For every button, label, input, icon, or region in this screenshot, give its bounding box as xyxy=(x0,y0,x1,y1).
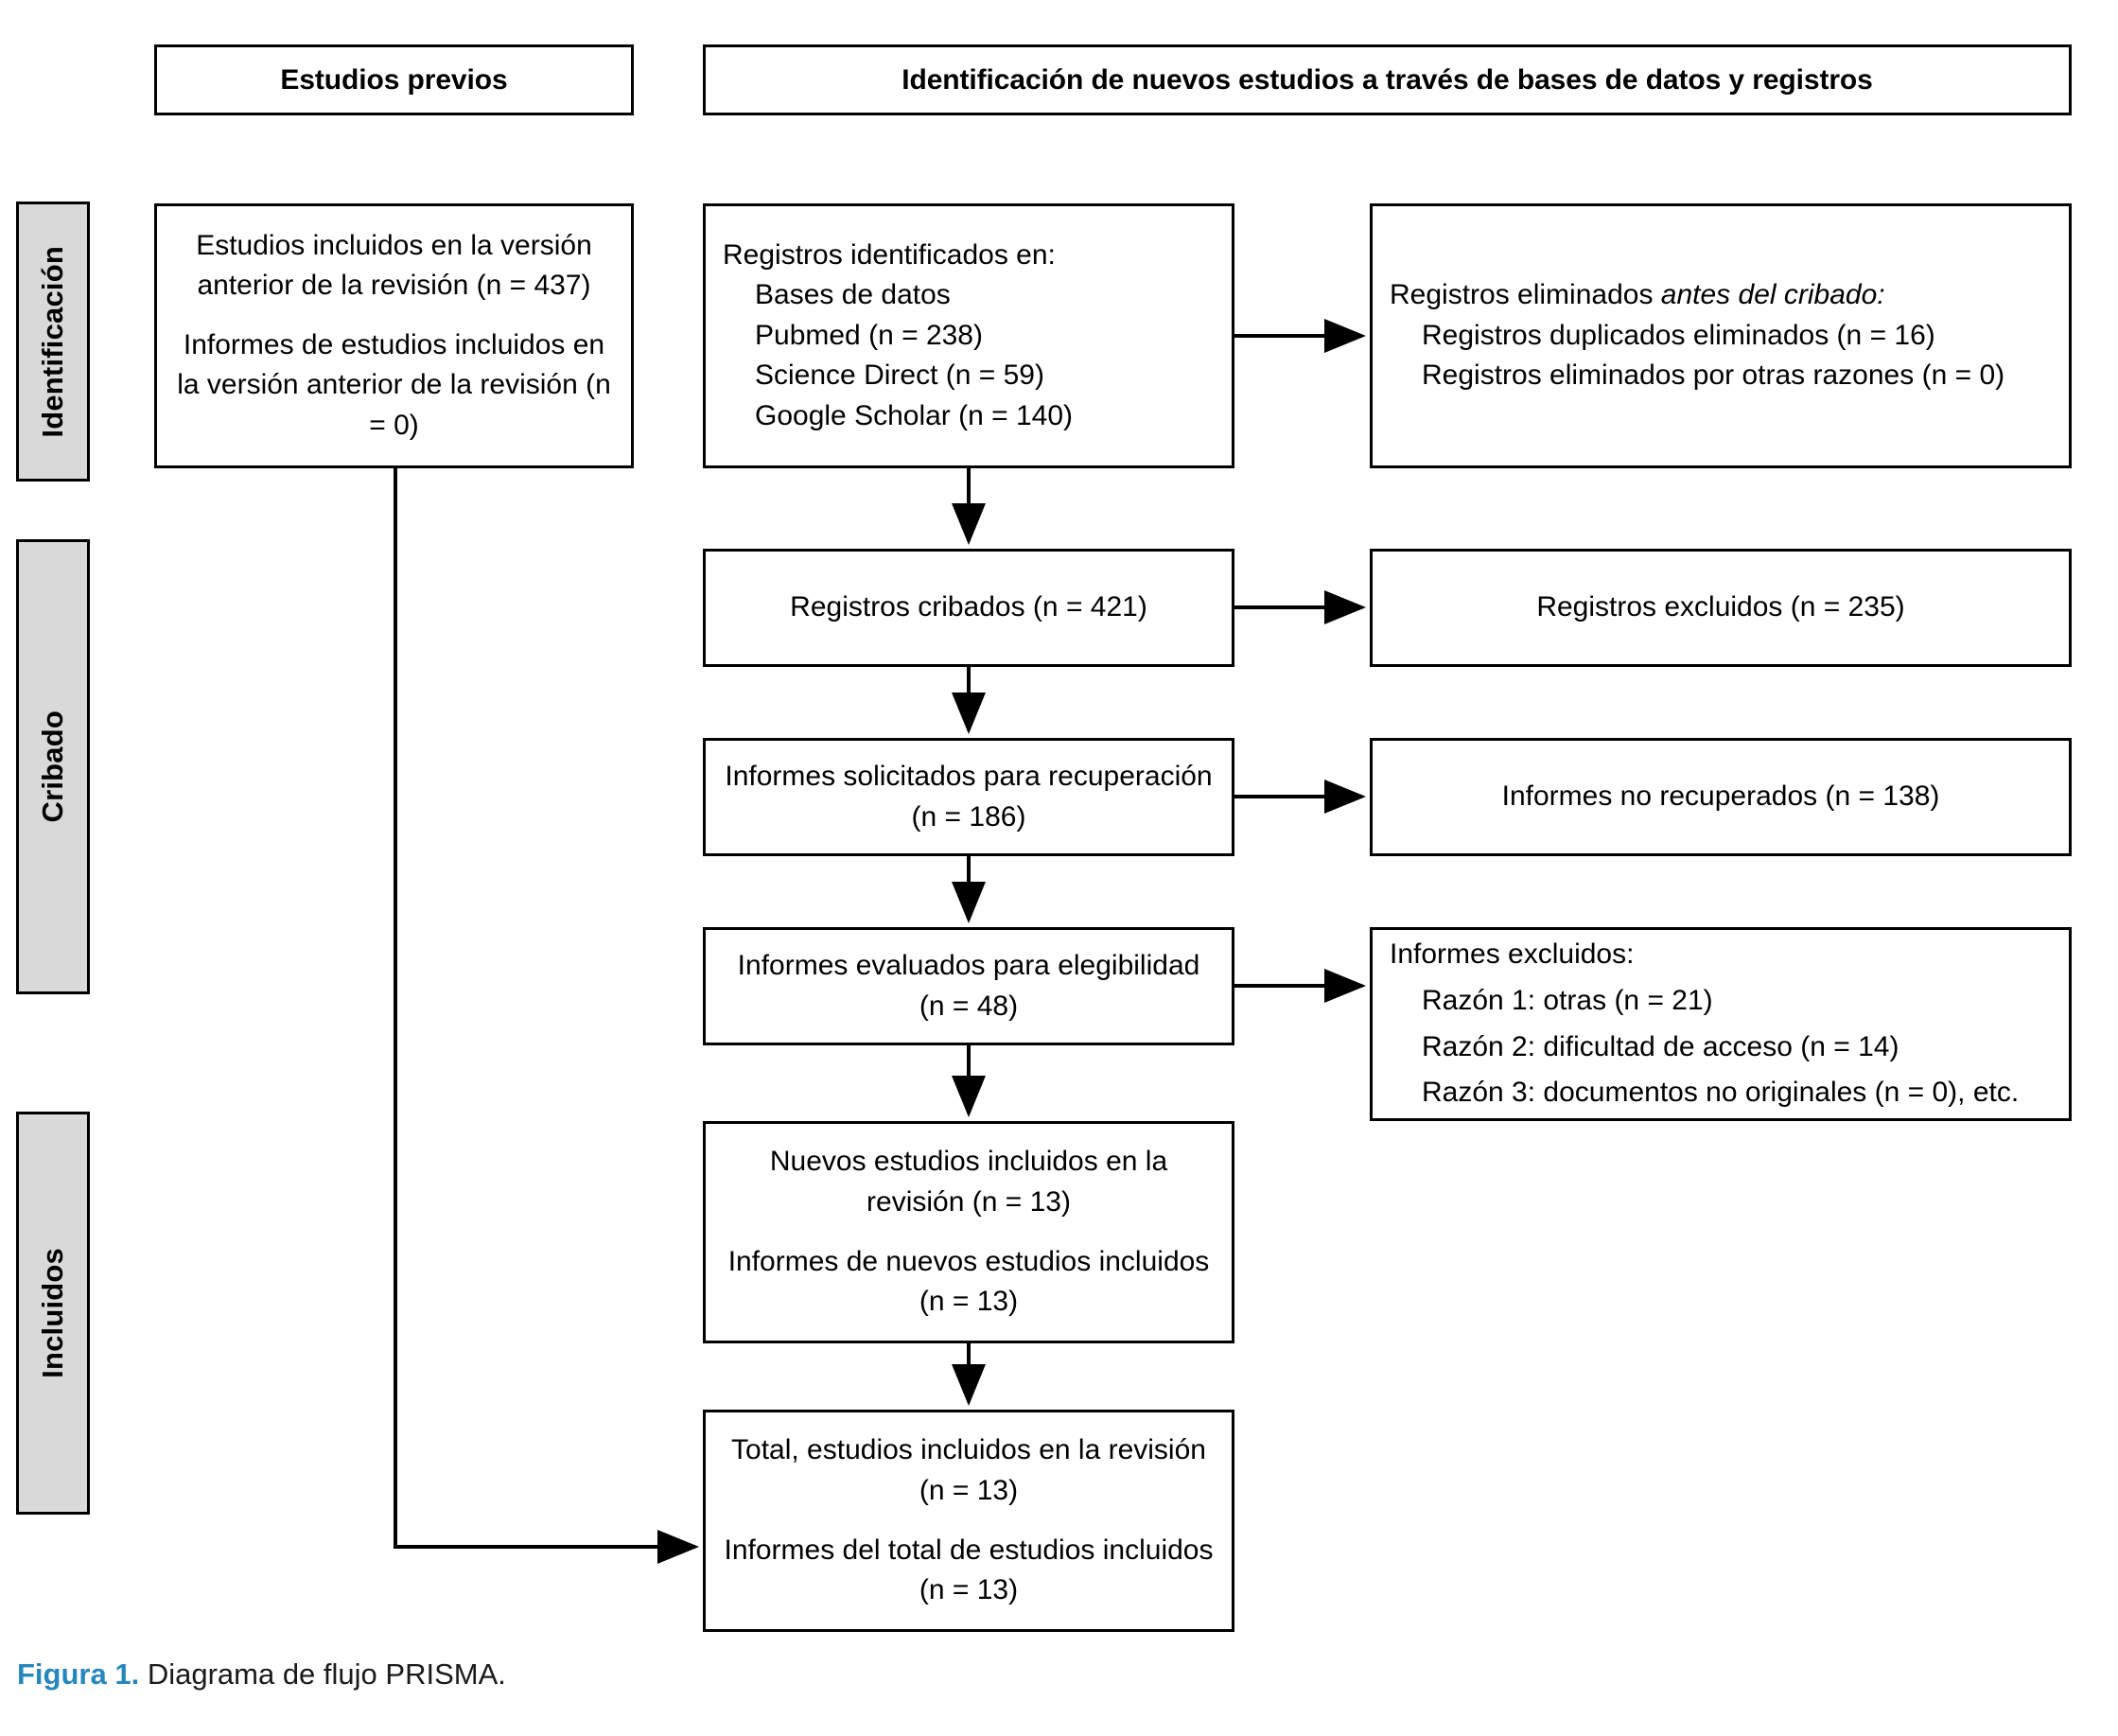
banner-new-identification: Identificación de nuevos estudios a trav… xyxy=(703,44,2072,115)
records-removed-item-1: Registros eliminados por otras razones (… xyxy=(1422,359,2005,392)
arrow-previous-to-total xyxy=(394,468,699,1564)
figure-caption-text: Diagrama de flujo PRISMA. xyxy=(139,1657,506,1691)
box-reports-not-retrieved: Informes no recuperados (n = 138) xyxy=(1370,738,2072,856)
box-reports-sought: Informes solicitados para recuperación (… xyxy=(703,738,1234,856)
box-records-removed: Registros eliminados antes del cribado: … xyxy=(1370,203,2072,468)
box-records-excluded: Registros excluidos (n = 235) xyxy=(1370,549,2072,667)
previous-included-line2: Informes de estudios incluidos en la ver… xyxy=(177,328,611,441)
reports-excluded-item-1: Razón 2: dificultad de acceso (n = 14) xyxy=(1422,1030,1899,1062)
banner-previous-studies: Estudios previos xyxy=(154,44,634,115)
stage-label-cribado: Cribado xyxy=(16,539,90,994)
stage-label-identificacion: Identificación xyxy=(16,202,90,482)
box-new-studies-included: Nuevos estudios incluidos en la revisión… xyxy=(703,1121,1234,1343)
box-reports-excluded: Informes excluidos: Razón 1: otras (n = … xyxy=(1370,927,2072,1121)
records-excluded-text: Registros excluidos (n = 235) xyxy=(1536,591,1905,623)
stage-label-incluidos: Incluidos xyxy=(16,1112,90,1515)
records-removed-header-italic: antes del cribado: xyxy=(1660,279,1885,311)
box-records-identified: Registros identificados en: Bases de dat… xyxy=(703,203,1234,468)
new-studies-included-line2: Informes de nuevos estudios incluidos (n… xyxy=(727,1245,1210,1318)
box-total-included: Total, estudios incluidos en la revisión… xyxy=(703,1410,1234,1632)
records-identified-item-0: Bases de datos xyxy=(755,279,951,311)
box-reports-assessed: Informes evaluados para elegibilidad (n … xyxy=(703,927,1234,1045)
records-identified-item-3: Google Scholar (n = 140) xyxy=(755,399,1074,431)
reports-sought-text: Informes solicitados para recuperación (… xyxy=(725,760,1213,833)
box-previous-included: Estudios incluidos en la versión anterio… xyxy=(154,203,634,468)
banner-new-identification-label: Identificación de nuevos estudios a trav… xyxy=(901,63,1873,96)
records-removed-header-normal: Registros eliminados xyxy=(1390,279,1661,311)
records-screened-text: Registros cribados (n = 421) xyxy=(790,591,1147,623)
reports-excluded-header: Informes excluidos: xyxy=(1390,938,1635,971)
figure-number: Figura 1. xyxy=(17,1657,140,1691)
total-included-line1: Total, estudios incluidos en la revisión… xyxy=(731,1434,1206,1506)
records-identified-item-2: Science Direct (n = 59) xyxy=(755,359,1044,392)
records-removed-item-0: Registros duplicados eliminados (n = 16) xyxy=(1422,319,1935,351)
new-studies-included-line1: Nuevos estudios incluidos en la revisión… xyxy=(769,1146,1168,1218)
banner-previous-studies-label: Estudios previos xyxy=(280,63,508,96)
records-identified-item-1: Pubmed (n = 238) xyxy=(755,319,983,351)
previous-included-line1: Estudios incluidos en la versión anterio… xyxy=(196,229,592,302)
records-identified-header: Registros identificados en: xyxy=(723,238,1056,271)
stage-label-cribado-text: Cribado xyxy=(36,710,69,823)
box-records-screened: Registros cribados (n = 421) xyxy=(703,549,1234,667)
total-included-line2: Informes del total de estudios incluidos… xyxy=(724,1534,1214,1606)
stage-label-identificacion-text: Identificación xyxy=(36,245,69,438)
reports-not-retrieved-text: Informes no recuperados (n = 138) xyxy=(1501,780,1940,813)
reports-assessed-text: Informes evaluados para elegibilidad (n … xyxy=(737,949,1200,1022)
reports-excluded-item-2: Razón 3: documentos no originales (n = 0… xyxy=(1422,1077,2020,1109)
records-removed-header: Registros eliminados antes del cribado: xyxy=(1390,275,2052,316)
reports-excluded-item-0: Razón 1: otras (n = 21) xyxy=(1422,984,1713,1016)
figure-caption: Figura 1. Diagrama de flujo PRISMA. xyxy=(17,1657,506,1692)
stage-label-incluidos-text: Incluidos xyxy=(36,1248,69,1378)
